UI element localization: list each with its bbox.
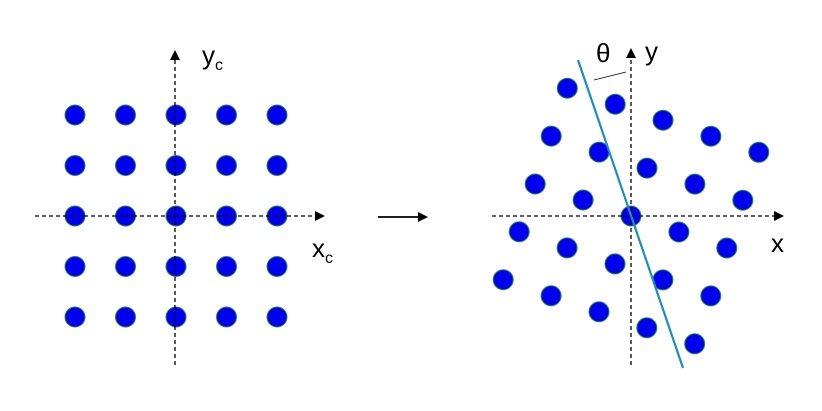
rotated-lattice-dot	[716, 237, 738, 259]
centered-lattice-panel: yc xc	[35, 40, 333, 365]
lattice-dot	[266, 306, 288, 328]
rotated-lattice-dot	[604, 93, 626, 115]
rotated-lattice-dot	[668, 221, 690, 243]
right-x-axis-label: x	[771, 228, 784, 258]
rotated-lattice-dot	[540, 125, 562, 147]
rotated-lattice-dot	[508, 221, 530, 243]
left-y-axis-label: yc	[202, 40, 223, 74]
rotated-lattice-dot	[588, 301, 610, 323]
lattice-dot	[216, 104, 237, 126]
rotated-lattice-dot	[700, 285, 722, 307]
lattice-dot	[115, 306, 136, 328]
rotated-lattice-dot	[604, 253, 626, 275]
rotated-lattice-dot	[748, 141, 770, 163]
lattice-dot	[115, 256, 136, 277]
rotated-axis-line	[576, 59, 685, 369]
angle-theta-label: θ	[596, 38, 610, 68]
rotated-lattice-dots	[492, 77, 770, 355]
lattice-dot	[64, 155, 86, 176]
angle-indicator-line	[593, 71, 627, 81]
lattice-dot	[115, 205, 136, 227]
rotated-lattice-panel: θ y x	[492, 36, 784, 369]
rotated-lattice-dot	[540, 285, 562, 307]
lattice-dot	[64, 104, 86, 126]
lattice-dot	[165, 256, 187, 277]
right-y-axis-label: y	[645, 36, 658, 66]
rotated-lattice-dot	[684, 173, 706, 195]
lattice-dot	[64, 205, 86, 227]
rotated-lattice-dot	[556, 237, 578, 259]
lattice-dot	[165, 155, 187, 176]
lattice-dot	[216, 306, 237, 328]
rotated-lattice-dot	[652, 109, 674, 131]
lattice-dot	[266, 256, 288, 277]
lattice-dot	[165, 104, 187, 126]
rotated-lattice-dot	[556, 77, 578, 99]
lattice-dot	[266, 155, 288, 176]
left-x-axis-label: xc	[312, 233, 333, 267]
centered-lattice-dots	[64, 104, 288, 328]
lattice-dot	[216, 155, 237, 176]
lattice-dot	[64, 306, 86, 328]
lattice-dot	[115, 155, 136, 176]
lattice-dot	[165, 306, 187, 328]
lattice-dot	[64, 256, 86, 277]
lattice-dot	[266, 104, 288, 126]
rotated-lattice-dot	[732, 189, 754, 211]
lattice-dot	[216, 256, 237, 277]
rotated-lattice-dot	[492, 269, 514, 291]
rotated-lattice-dot	[572, 189, 594, 211]
rotated-lattice-dot	[524, 173, 546, 195]
rotated-lattice-dot	[700, 125, 722, 147]
rotated-lattice-dot	[684, 333, 706, 355]
rotated-lattice-dot	[636, 317, 658, 339]
lattice-dot	[115, 104, 136, 126]
rotated-lattice-dot	[636, 157, 658, 179]
